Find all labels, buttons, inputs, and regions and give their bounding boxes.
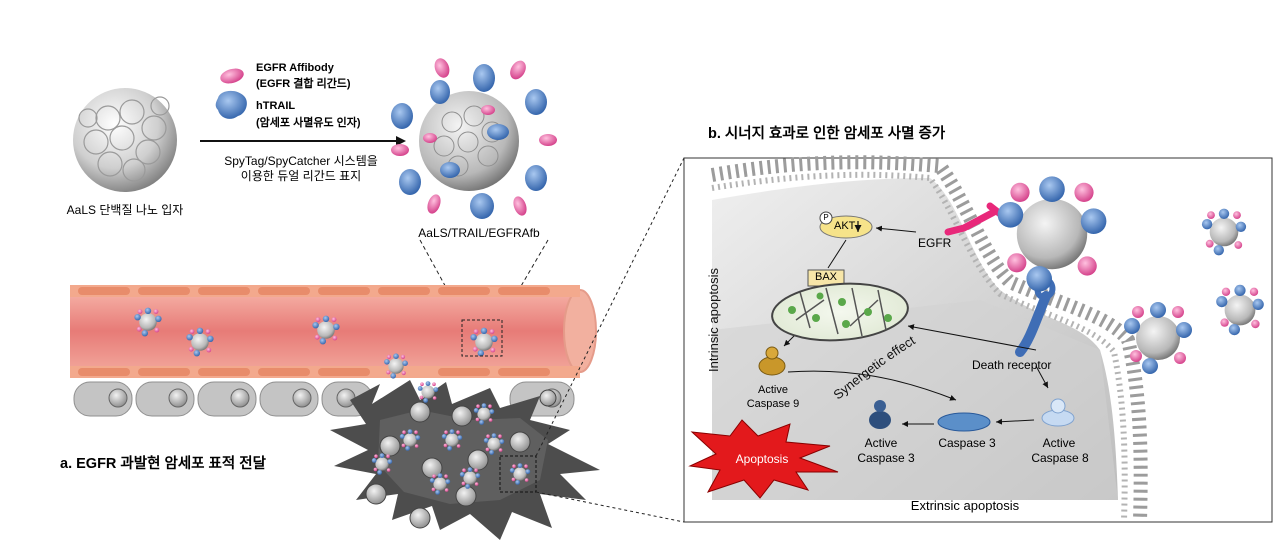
blood-vessel [70, 285, 597, 379]
caspase3-icon [937, 412, 991, 432]
affibody-legend-subtitle: (EGFR 결합 리간드) [256, 78, 351, 90]
trail-legend-icon [215, 90, 247, 119]
affibody-legend-icon [220, 68, 244, 84]
bax-label: BAX [814, 271, 837, 283]
trail-legend-subtitle: (암세포 사멸유도 인자) [256, 117, 361, 129]
method-line-2: 이용한 듀얼 리간드 표지 [240, 169, 362, 183]
particle-label: AaLS 단백질 나노 입자 [66, 203, 184, 217]
active-caspase3-label-line2: Caspase 3 [857, 451, 915, 465]
mitochondrion [771, 282, 909, 342]
caption-a: a. EGFR 과발현 암세포 표적 전달 [60, 456, 266, 472]
product-label: AaLS/TRAIL/EGFRAfb [418, 226, 540, 240]
active-caspase9-label-line1: Active [758, 384, 788, 396]
extrinsic-apoptosis-label: Extrinsic apoptosis [910, 498, 1020, 513]
death-receptor-label: Death receptor [972, 358, 1052, 372]
apoptosis-burst [688, 419, 839, 499]
active-caspase3-label-line1: Active [864, 436, 898, 450]
aals-nanoparticle [73, 88, 177, 192]
egfr-label: EGFR [918, 236, 952, 250]
tissue-cells [73, 381, 575, 417]
zoom-lines-b [535, 157, 685, 523]
apoptosis-label: Apoptosis [735, 452, 789, 466]
affibody-legend-title: EGFR Affibody [256, 62, 334, 74]
active-caspase9-label-line2: Caspase 9 [746, 398, 800, 410]
cell-membrane [710, 155, 1148, 521]
caspase3-label: Caspase 3 [938, 436, 996, 450]
active-caspase3-icon [869, 400, 891, 429]
pathway-arrows [783, 225, 1049, 427]
active-caspase8-icon [1041, 398, 1075, 427]
akt-label: AKT [834, 220, 856, 232]
caption-b: b. 시너지 효과로 인한 암세포 사멸 증가 [708, 126, 946, 142]
trail-legend-title: hTRAIL [256, 100, 296, 112]
intrinsic-apoptosis-label: Intrinsic apoptosis [706, 267, 721, 372]
akt-node [819, 211, 873, 239]
active-caspase9-icon [758, 346, 786, 376]
synthesis-arrow [200, 136, 406, 146]
active-caspase8-label-line1: Active [1042, 436, 1076, 450]
tumor-mass [330, 380, 600, 540]
aals-trail-egfrafb-nanoparticle [391, 58, 557, 219]
akt-phospho-label: P [823, 213, 829, 222]
active-caspase8-label-line2: Caspase 8 [1031, 451, 1089, 465]
method-line-1: SpyTag/SpyCatcher 시스템을 [224, 154, 378, 168]
